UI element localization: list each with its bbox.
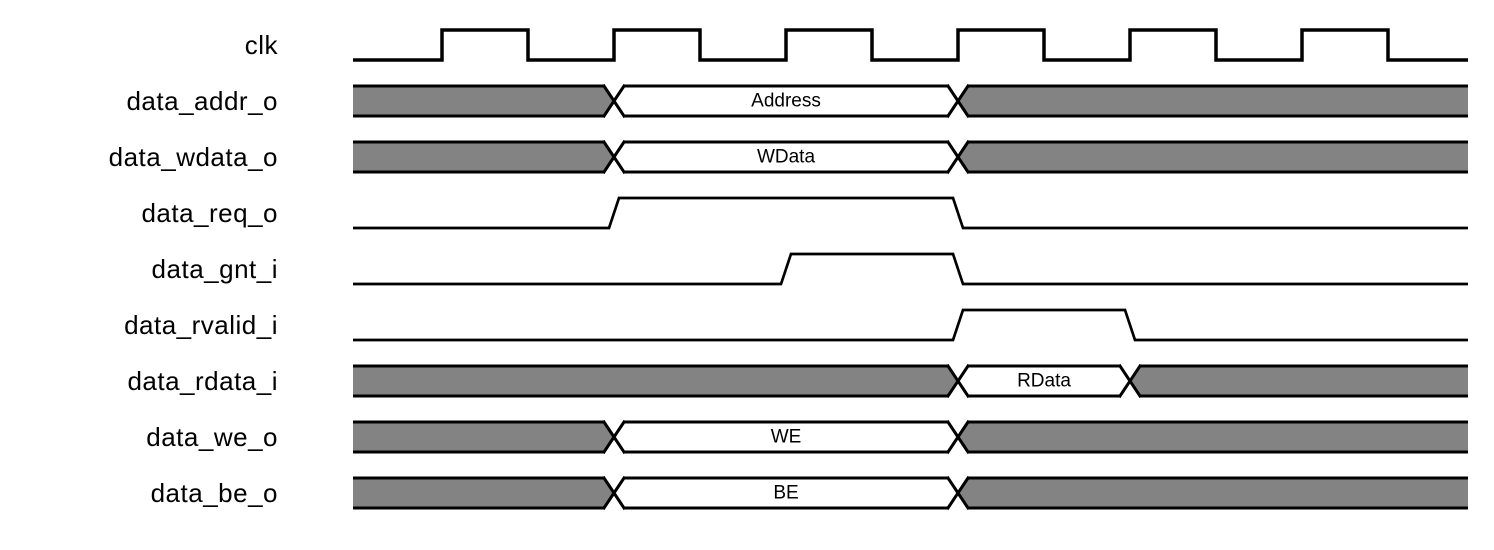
bus-crossing-line [601, 475, 627, 511]
bus-valid-fill [614, 142, 958, 172]
bus-crossing-line [945, 363, 971, 399]
signal-label-data_req_o: data_req_o [141, 198, 278, 228]
bus-crossing-line [601, 83, 627, 119]
bus-dontcare-fill [958, 86, 1468, 116]
bus-value-label-data_be_o: BE [773, 483, 798, 504]
signal-wave-data_rvalid_i [353, 308, 1468, 342]
bus-value-label-data_rdata_i: RData [1017, 371, 1071, 392]
bus-valid-fill [614, 86, 958, 116]
signal-label-data_addr_o: data_addr_o [126, 86, 278, 116]
signal-label-clk: clk [244, 30, 278, 60]
bus-crossing-line [945, 83, 971, 119]
bus-dontcare-fill [958, 478, 1468, 508]
bus-dontcare-fill [353, 422, 614, 452]
bus-crossing-line [945, 139, 971, 175]
bus-crossing-line [601, 139, 627, 175]
bus-crossing-line [1117, 363, 1143, 399]
digital-waveform-data_req_o [353, 196, 1468, 230]
clock-waveform [353, 28, 1468, 62]
bus-valid-fill [614, 478, 958, 508]
bus-dontcare-fill [353, 366, 958, 396]
bus-valid-fill [614, 422, 958, 452]
signal-label-data_rvalid_i: data_rvalid_i [124, 310, 278, 340]
bus-crossing-line [945, 419, 971, 455]
signal-label-data_be_o: data_be_o [150, 478, 278, 508]
signal-label-data_we_o: data_we_o [146, 422, 278, 452]
signal-wave-data_be_o: BE [353, 475, 1468, 511]
bus-dontcare-fill [1130, 366, 1468, 396]
signal-wave-data_wdata_o: WData [353, 139, 1468, 175]
bus-dontcare-fill [353, 478, 614, 508]
signal-wave-data_addr_o: Address [353, 83, 1468, 119]
bus-crossing-line [945, 475, 971, 511]
bus-value-label-data_wdata_o: WData [757, 147, 816, 168]
signal-wave-data_rdata_i: RData [353, 363, 1468, 399]
bus-value-label-data_we_o: WE [771, 427, 802, 448]
bus-value-label-data_addr_o: Address [751, 91, 821, 112]
bus-dontcare-fill [353, 86, 614, 116]
digital-waveform-data_rvalid_i [353, 308, 1468, 342]
bus-crossing-line [601, 419, 627, 455]
signal-label-data_gnt_i: data_gnt_i [151, 254, 278, 284]
bus-valid-fill [958, 366, 1130, 396]
signal-wave-data_req_o [353, 196, 1468, 230]
signal-label-data_wdata_o: data_wdata_o [108, 142, 278, 172]
bus-dontcare-fill [958, 422, 1468, 452]
bus-dontcare-fill [353, 142, 614, 172]
digital-waveform-data_gnt_i [353, 252, 1468, 286]
bus-dontcare-fill [958, 142, 1468, 172]
signal-wave-clk [353, 28, 1468, 62]
signal-wave-data_gnt_i [353, 252, 1468, 286]
signal-wave-data_we_o: WE [353, 419, 1468, 455]
signal-label-data_rdata_i: data_rdata_i [127, 366, 278, 396]
